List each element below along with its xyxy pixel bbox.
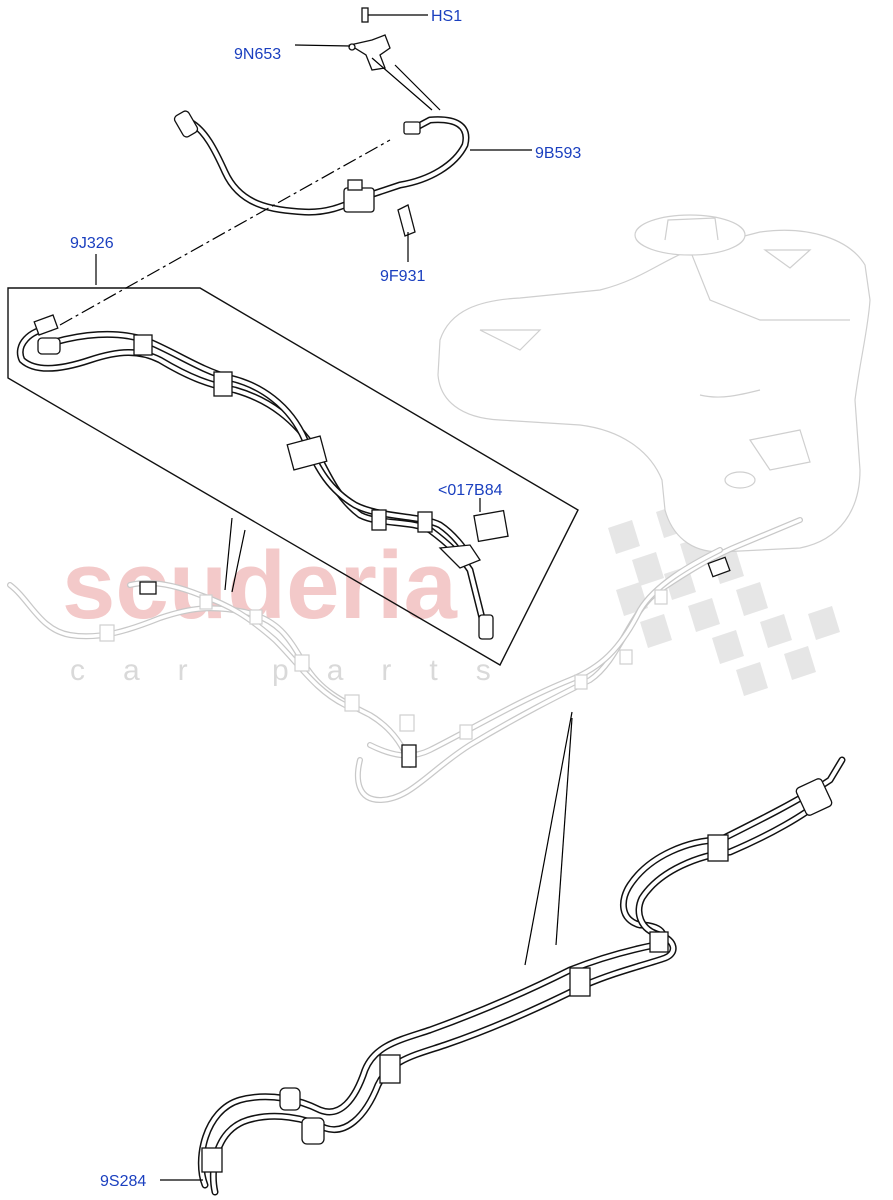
callout-hs1: HS1	[431, 8, 462, 25]
fuel-tank	[437, 214, 871, 553]
pipe-kit-9j326	[7, 287, 579, 666]
clip-9n653	[348, 7, 391, 71]
callout-9b593: 9B593	[535, 145, 581, 162]
callout-017b84: <017B84	[438, 482, 503, 499]
watermark-subtitle: car parts	[70, 654, 529, 687]
leader-lines	[59, 14, 573, 1181]
callout-9n653: 9N653	[234, 46, 281, 63]
callout-9s284: 9S284	[100, 1173, 146, 1190]
callout-9j326: 9J326	[70, 235, 114, 252]
ghost-pipe-run	[7, 517, 803, 803]
callout-labels: HS1 9N653 9B593 9J326 9F931 <017B84 9S28…	[70, 8, 581, 1190]
callout-9f931: 9F931	[380, 268, 425, 285]
pipe-assembly-9s284	[197, 756, 846, 1196]
pipe-assembly-9b593	[173, 110, 470, 237]
